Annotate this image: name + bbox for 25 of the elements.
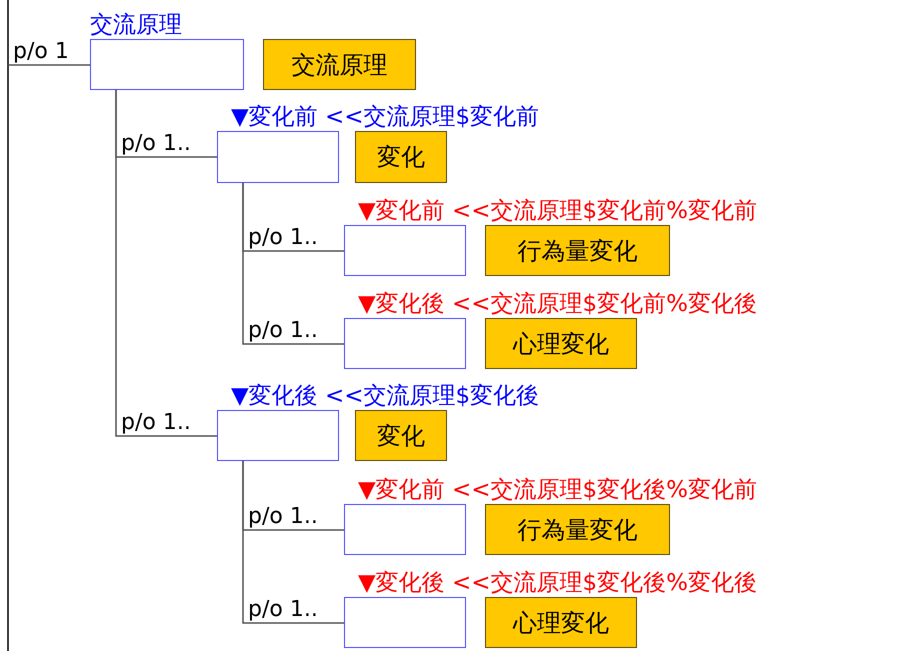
edge-label: p/o 1..: [248, 319, 318, 343]
heading-text: ▼変化後 <<交流原理$変化前%変化後: [357, 290, 758, 318]
edge-label: p/o 1..: [121, 411, 191, 435]
edge-label: p/o 1..: [248, 598, 318, 622]
connector-line: [8, 64, 90, 66]
label-box: 心理変化: [485, 318, 637, 369]
label-box: 変化: [355, 131, 447, 183]
label-box: 行為量変化: [485, 225, 670, 276]
label-box: 交流原理: [263, 39, 416, 90]
heading-text: 交流原理: [90, 11, 183, 39]
edge-label: p/o 1..: [121, 132, 191, 156]
edge-label: p/o 1: [13, 40, 69, 64]
label-box: 行為量変化: [485, 504, 670, 555]
label-box: 変化: [355, 410, 447, 461]
heading-text: ▼変化前 <<交流原理$変化前%変化前: [357, 197, 758, 225]
connector-line: [115, 90, 217, 437]
label-box: 心理変化: [485, 597, 637, 648]
heading-text: ▼変化後 <<交流原理$変化後: [230, 382, 540, 410]
heading-text: ▼変化前 <<交流原理$変化後%変化前: [357, 476, 758, 504]
edge-label: p/o 1..: [248, 226, 318, 250]
edge-label: p/o 1..: [248, 505, 318, 529]
heading-text: ▼変化後 <<交流原理$変化後%変化後: [357, 569, 758, 597]
connector-line: [242, 461, 344, 624]
connector-line: [242, 183, 344, 345]
heading-text: ▼変化前 <<交流原理$変化前: [230, 103, 540, 131]
